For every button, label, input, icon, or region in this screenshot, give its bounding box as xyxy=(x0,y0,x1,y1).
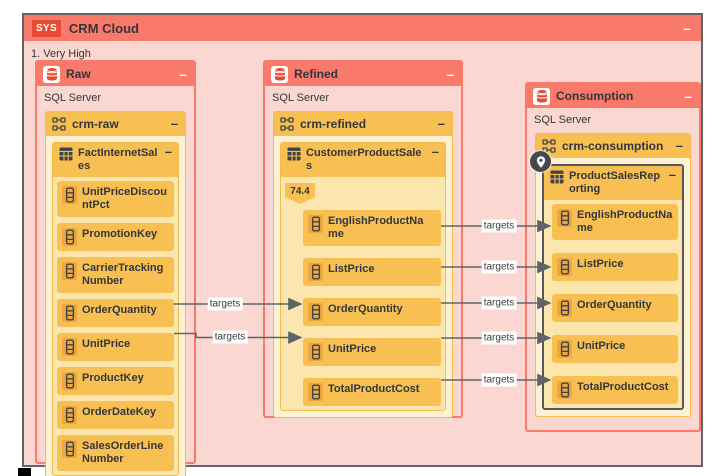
table-icon xyxy=(59,147,73,161)
field-promotion-key[interactable]: PromotionKey xyxy=(57,223,174,251)
score-badge: 74.4 xyxy=(285,183,315,204)
database-raw: Raw – SQL Server crm-raw – FactInternetS… xyxy=(35,60,196,476)
collapse-consumption-button[interactable]: – xyxy=(684,88,692,104)
field-refined-list-price[interactable]: ListPrice xyxy=(303,258,441,286)
schema-name: crm-refined xyxy=(300,117,367,131)
field-carrier-tracking-number[interactable]: CarrierTrackingNumber xyxy=(57,257,174,293)
edge-label-targets[interactable]: targets xyxy=(481,219,517,233)
column-icon xyxy=(557,258,572,276)
database-refined-header[interactable]: Refined – xyxy=(265,62,461,86)
table-name: ProductSalesReporting xyxy=(569,170,661,195)
edge-label-targets[interactable]: targets xyxy=(207,297,243,311)
column-icon xyxy=(62,372,77,390)
system-header: SYS CRM Cloud – xyxy=(24,15,701,41)
collapse-customerproductsales-button[interactable]: – xyxy=(431,144,439,159)
database-icon xyxy=(271,65,288,83)
edge-label-targets[interactable]: targets xyxy=(481,331,517,345)
table-name: FactInternetSales xyxy=(78,147,158,172)
schema-icon xyxy=(52,117,66,131)
field-refined-unit-price[interactable]: UnitPrice xyxy=(303,338,441,366)
field-refined-english-product-name[interactable]: EnglishProductName xyxy=(303,210,441,246)
field-raw-unit-price[interactable]: UnitPrice xyxy=(57,333,174,361)
table-productsalesreporting: ProductSalesReporting – EnglishProductNa… xyxy=(542,164,684,410)
schema-name: crm-raw xyxy=(72,117,119,131)
asset-type-label: SQL Server xyxy=(534,114,592,126)
edge-label-targets[interactable]: targets xyxy=(481,296,517,310)
edge-label-targets[interactable]: targets xyxy=(212,330,248,344)
classification-label: 1. Very High xyxy=(31,48,91,60)
scrollbar-thumb[interactable] xyxy=(18,468,31,476)
field-consumption-unit-price[interactable]: UnitPrice xyxy=(552,335,678,363)
schema-crm-consumption: crm-consumption – ProductSalesReporting … xyxy=(535,133,691,417)
column-icon xyxy=(557,381,572,399)
table-factinternetsales: FactInternetSales – UnitPriceDiscountPct… xyxy=(52,142,179,476)
column-icon xyxy=(308,215,323,233)
table-factinternetsales-header[interactable]: FactInternetSales – xyxy=(53,143,178,177)
column-icon xyxy=(62,406,77,424)
field-consumption-english-product-name[interactable]: EnglishProductName xyxy=(552,204,678,240)
column-icon xyxy=(308,263,323,281)
collapse-factinternetsales-button[interactable]: – xyxy=(164,144,172,159)
table-customerproductsales: CustomerProductSales – 74.4 EnglishProdu… xyxy=(280,142,446,411)
edge-label-targets[interactable]: targets xyxy=(481,260,517,274)
asset-type-label: SQL Server xyxy=(272,92,330,104)
table-icon xyxy=(287,147,301,161)
schema-crm-raw-header[interactable]: crm-raw – xyxy=(46,112,185,136)
schema-crm-refined: crm-refined – CustomerProductSales – 74.… xyxy=(273,111,453,418)
database-name: Refined xyxy=(294,67,339,81)
schema-icon xyxy=(280,117,294,131)
column-icon xyxy=(308,343,323,361)
schema-crm-consumption-header[interactable]: crm-consumption – xyxy=(536,134,690,158)
database-refined: Refined – SQL Server crm-refined – Custo… xyxy=(263,60,463,418)
collapse-raw-button[interactable]: – xyxy=(179,66,187,82)
column-icon xyxy=(62,262,77,280)
edge-label-targets[interactable]: targets xyxy=(481,373,517,387)
collapse-crm-raw-button[interactable]: – xyxy=(170,116,178,131)
system-type-badge: SYS xyxy=(32,19,61,37)
field-consumption-total-product-cost[interactable]: TotalProductCost xyxy=(552,376,678,404)
collapse-system-button[interactable]: – xyxy=(683,20,691,36)
database-icon xyxy=(533,87,550,105)
field-consumption-order-quantity[interactable]: OrderQuantity xyxy=(552,294,678,322)
database-raw-header[interactable]: Raw – xyxy=(37,62,194,86)
column-icon xyxy=(62,440,77,458)
column-icon xyxy=(308,383,323,401)
schema-crm-raw: crm-raw – FactInternetSales – UnitPriceD… xyxy=(45,111,186,476)
column-icon xyxy=(62,228,77,246)
table-name: CustomerProductSales xyxy=(306,147,422,172)
database-consumption-header[interactable]: Consumption – xyxy=(527,84,699,108)
database-icon xyxy=(43,65,60,83)
schema-name: crm-consumption xyxy=(562,139,664,153)
column-icon xyxy=(557,299,572,317)
column-icon xyxy=(557,340,572,358)
table-productsalesreporting-header[interactable]: ProductSalesReporting – xyxy=(544,166,682,200)
field-unit-price-discount-pct[interactable]: UnitPriceDiscountPct xyxy=(57,181,174,217)
column-icon xyxy=(62,186,77,204)
field-refined-order-quantity[interactable]: OrderQuantity xyxy=(303,298,441,326)
field-order-date-key[interactable]: OrderDateKey xyxy=(57,401,174,429)
database-name: Raw xyxy=(66,67,91,81)
lineage-canvas: SYS CRM Cloud – 1. Very High Raw – SQL S… xyxy=(22,13,703,476)
collapse-productsalesreporting-button[interactable]: – xyxy=(668,167,676,182)
database-consumption: Consumption – SQL Server crm-consumption… xyxy=(525,82,701,432)
system-title: CRM Cloud xyxy=(68,20,139,36)
database-name: Consumption xyxy=(556,89,634,103)
column-icon xyxy=(557,209,572,227)
schema-crm-refined-header[interactable]: crm-refined – xyxy=(274,112,452,136)
field-product-key[interactable]: ProductKey xyxy=(57,367,174,395)
field-refined-total-product-cost[interactable]: TotalProductCost xyxy=(303,378,441,406)
collapse-refined-button[interactable]: – xyxy=(446,66,454,82)
table-customerproductsales-header[interactable]: CustomerProductSales – xyxy=(281,143,445,177)
collapse-crm-refined-button[interactable]: – xyxy=(437,116,445,131)
asset-type-label: SQL Server xyxy=(44,92,102,104)
field-sales-order-line-number[interactable]: SalesOrderLineNumber xyxy=(57,435,174,471)
column-icon xyxy=(62,338,77,356)
column-icon xyxy=(308,303,323,321)
location-pin-icon xyxy=(529,150,552,173)
table-icon xyxy=(550,170,564,184)
column-icon xyxy=(62,304,77,322)
field-raw-order-quantity[interactable]: OrderQuantity xyxy=(57,299,174,327)
field-consumption-list-price[interactable]: ListPrice xyxy=(552,253,678,281)
collapse-crm-consumption-button[interactable]: – xyxy=(675,138,683,153)
